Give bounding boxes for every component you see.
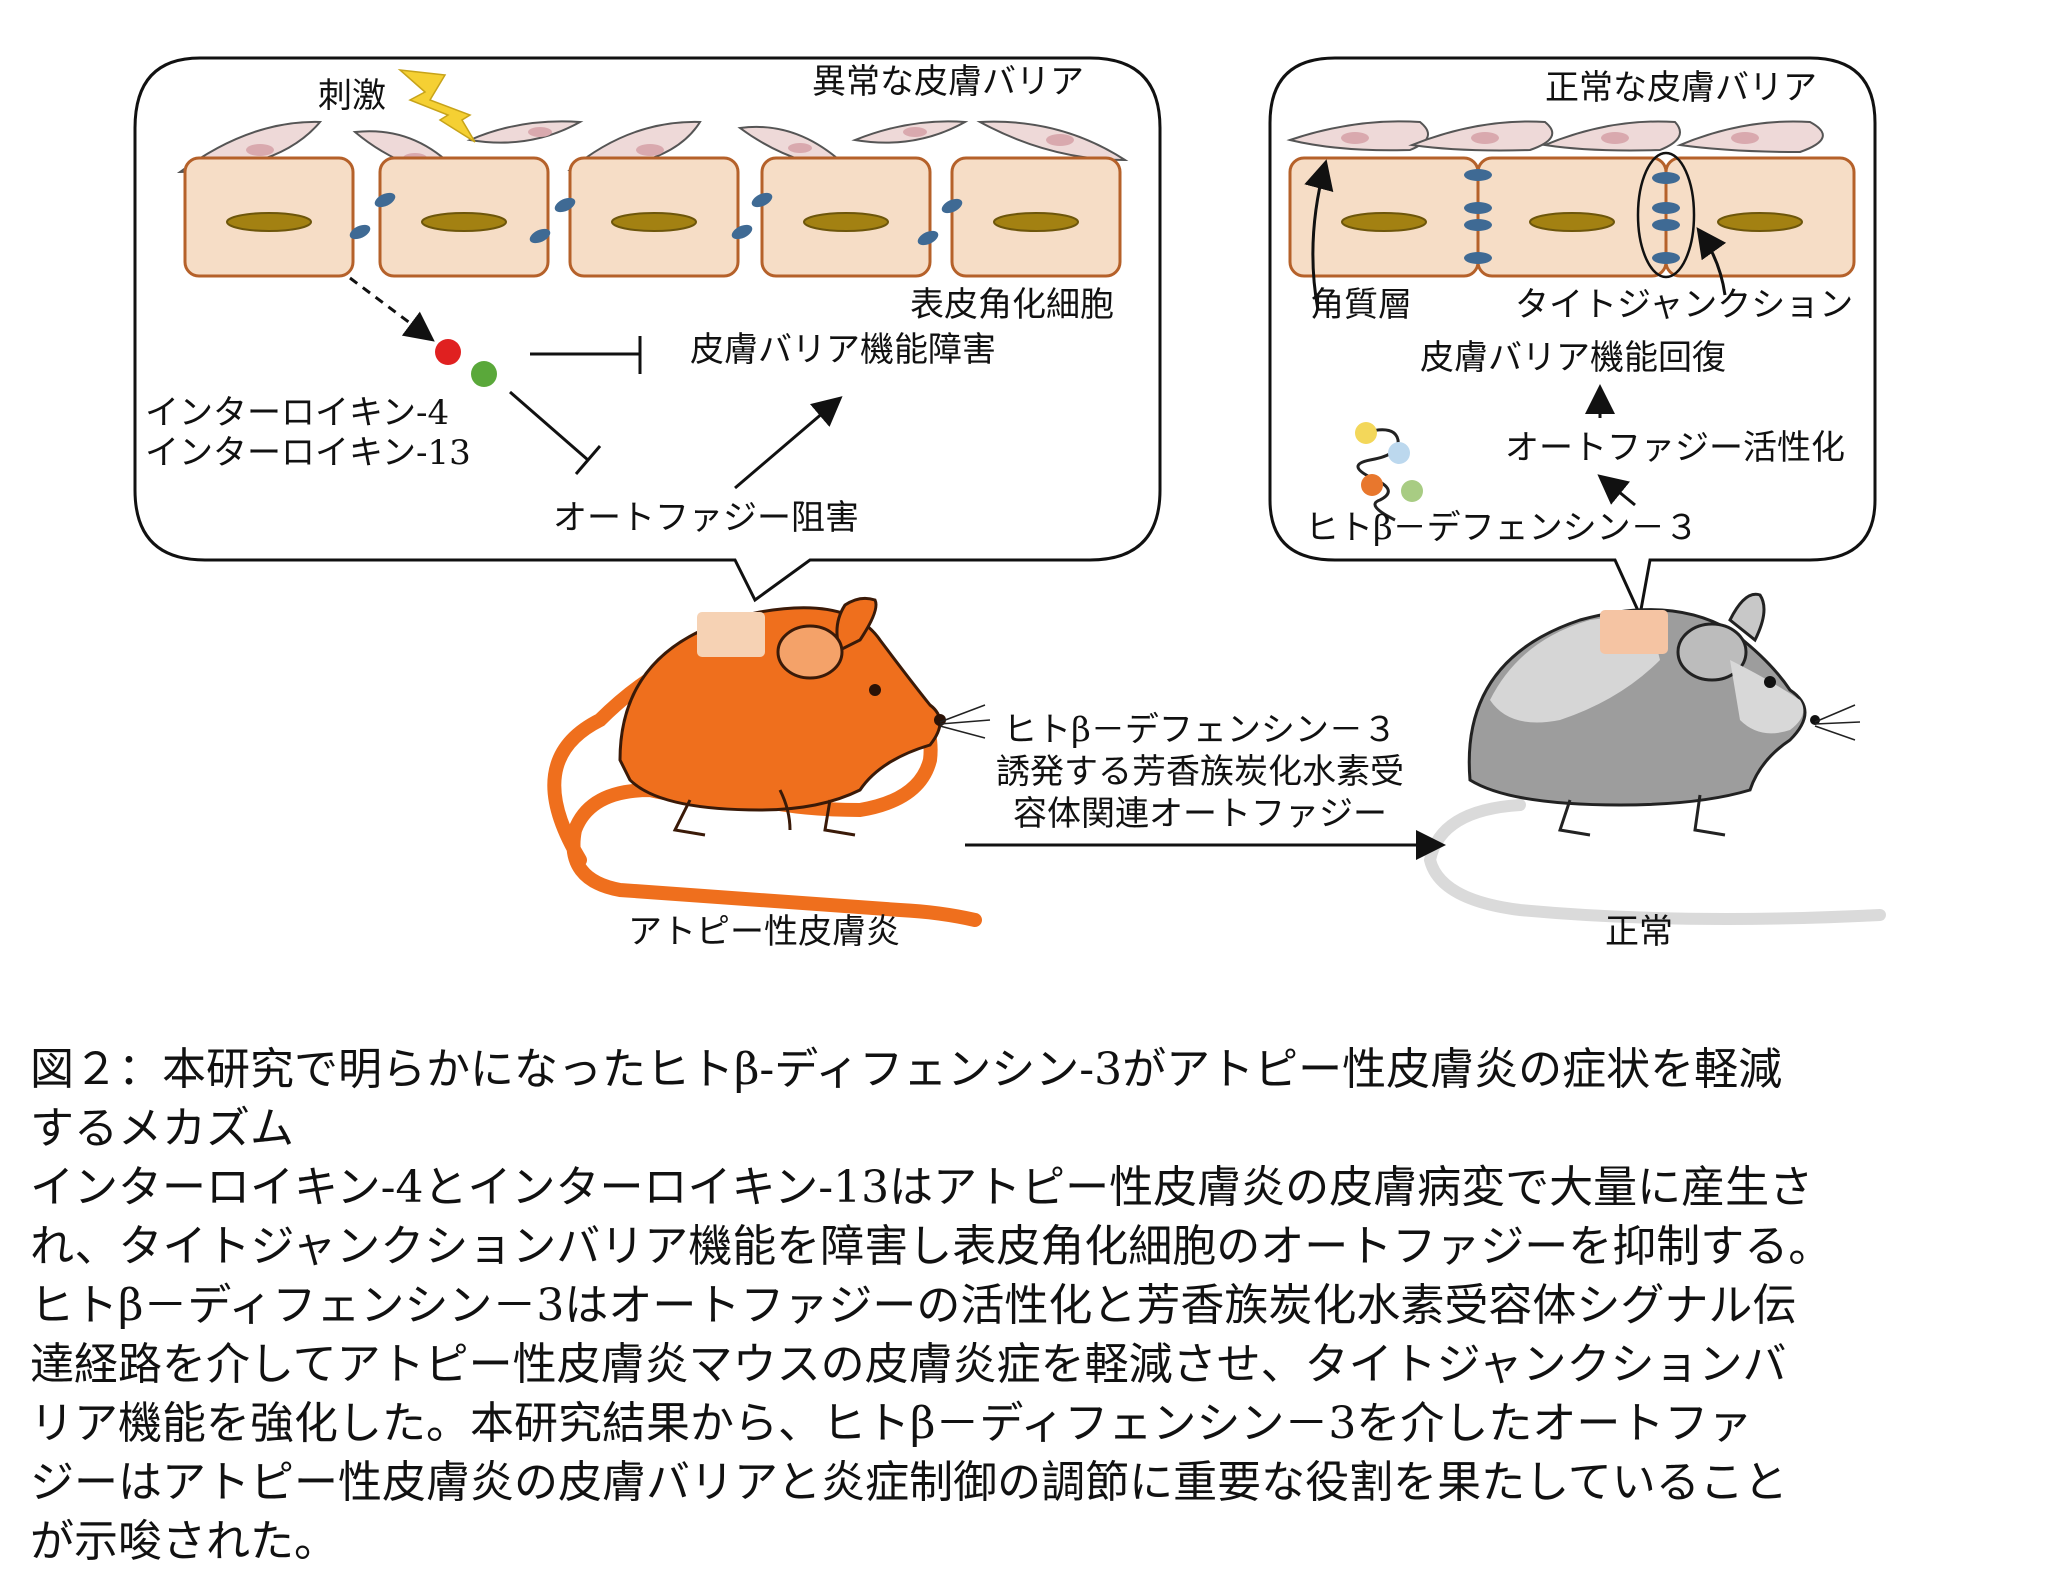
caption-line: 達経路を介してアトピー性皮膚炎マウスの皮膚炎症を軽減させ、タイトジャンクションバ xyxy=(30,1339,1787,1390)
stimulus-lightning-icon xyxy=(397,68,476,143)
atopic-skin-patch xyxy=(697,612,765,657)
caption-line: ヒトβ－ディフェンシン－3はオートファジーの活性化と芳香族炭化水素受容体シグナル… xyxy=(30,1280,1797,1331)
treatment-label-line-2: 誘発する芳香族炭化水素受 xyxy=(996,752,1404,792)
figure-graphics xyxy=(133,56,1886,927)
autophagy-inhibition-label: オートファジー阻害 xyxy=(553,498,859,538)
tight-junction-highlight xyxy=(1636,151,1696,279)
left-panel-title: 異常な皮膚バリア xyxy=(812,62,1084,102)
barrier-dysfunction-label: 皮膚バリア機能障害 xyxy=(690,330,996,370)
caption-line: ジーはアトピー性皮膚炎の皮膚バリアと炎症制御の調節に重要な役割を果たしていること xyxy=(30,1457,1788,1508)
caption-line: するメカズム xyxy=(30,1103,294,1154)
caption-line: が示唆された。 xyxy=(30,1516,338,1567)
figure-caption: 図２：本研究で明らかになったヒトβ-ディフェンシン-3がアトピー性皮膚炎の症状を… xyxy=(30,1040,2030,1571)
il4-label: インターロイキン-4 xyxy=(145,393,450,433)
il13-label: インターロイキン-13 xyxy=(145,433,471,473)
atopic-mouse-label: アトピー性皮膚炎 xyxy=(628,912,900,952)
cytokine-release-arrow xyxy=(349,276,435,342)
stimulus-label: 刺激 xyxy=(318,76,386,116)
caption-line: リア機能を強化した。本研究結果から、ヒトβ－ディフェンシン－3を介したオートファ xyxy=(30,1398,1753,1449)
barrier-recovery-label: 皮膚バリア機能回復 xyxy=(1420,338,1726,378)
atopic-mouse-illustration xyxy=(547,596,991,927)
right-panel-title: 正常な皮膚バリア xyxy=(1545,68,1817,108)
left-broken-junctions xyxy=(349,192,963,246)
mechanism-figure: 異常な皮膚バリア 刺激 表皮角化細胞 皮膚バリア機能障害 インターロイキン-4 … xyxy=(133,56,1886,952)
treatment-label-line-3: 容体関連オートファジー xyxy=(1013,794,1387,834)
right-tight-junctions xyxy=(1464,169,1680,264)
keratinocyte-label: 表皮角化細胞 xyxy=(910,285,1114,325)
autophagy-activation-label: オートファジー活性化 xyxy=(1505,428,1845,468)
caption-line: インターロイキン-4とインターロイキン-13はアトピー性皮膚炎の皮膚病変で大量に… xyxy=(30,1162,1814,1213)
caption-line: 図２：本研究で明らかになったヒトβ-ディフェンシン-3がアトピー性皮膚炎の症状を… xyxy=(30,1044,1783,1095)
caption-line: れ、タイトジャンクションバリア機能を障害し表皮角化細胞のオートファジーを抑制する… xyxy=(30,1221,1833,1272)
stratum-corneum-label: 角質層 xyxy=(1310,285,1412,325)
normal-skin-patch xyxy=(1600,610,1668,654)
treatment-label-line-1: ヒトβ－デフェンシン－３ xyxy=(1003,710,1397,750)
il13-dot xyxy=(471,361,497,387)
hbd3-label: ヒトβ－デフェンシン－３ xyxy=(1305,508,1699,548)
tight-junction-label: タイトジャンクション xyxy=(1515,285,1854,325)
hbd3-peptide-icon xyxy=(1355,422,1423,522)
il4-dot xyxy=(435,339,461,365)
normal-mouse-illustration xyxy=(1423,592,1886,925)
normal-mouse-label: 正常 xyxy=(1605,912,1673,952)
